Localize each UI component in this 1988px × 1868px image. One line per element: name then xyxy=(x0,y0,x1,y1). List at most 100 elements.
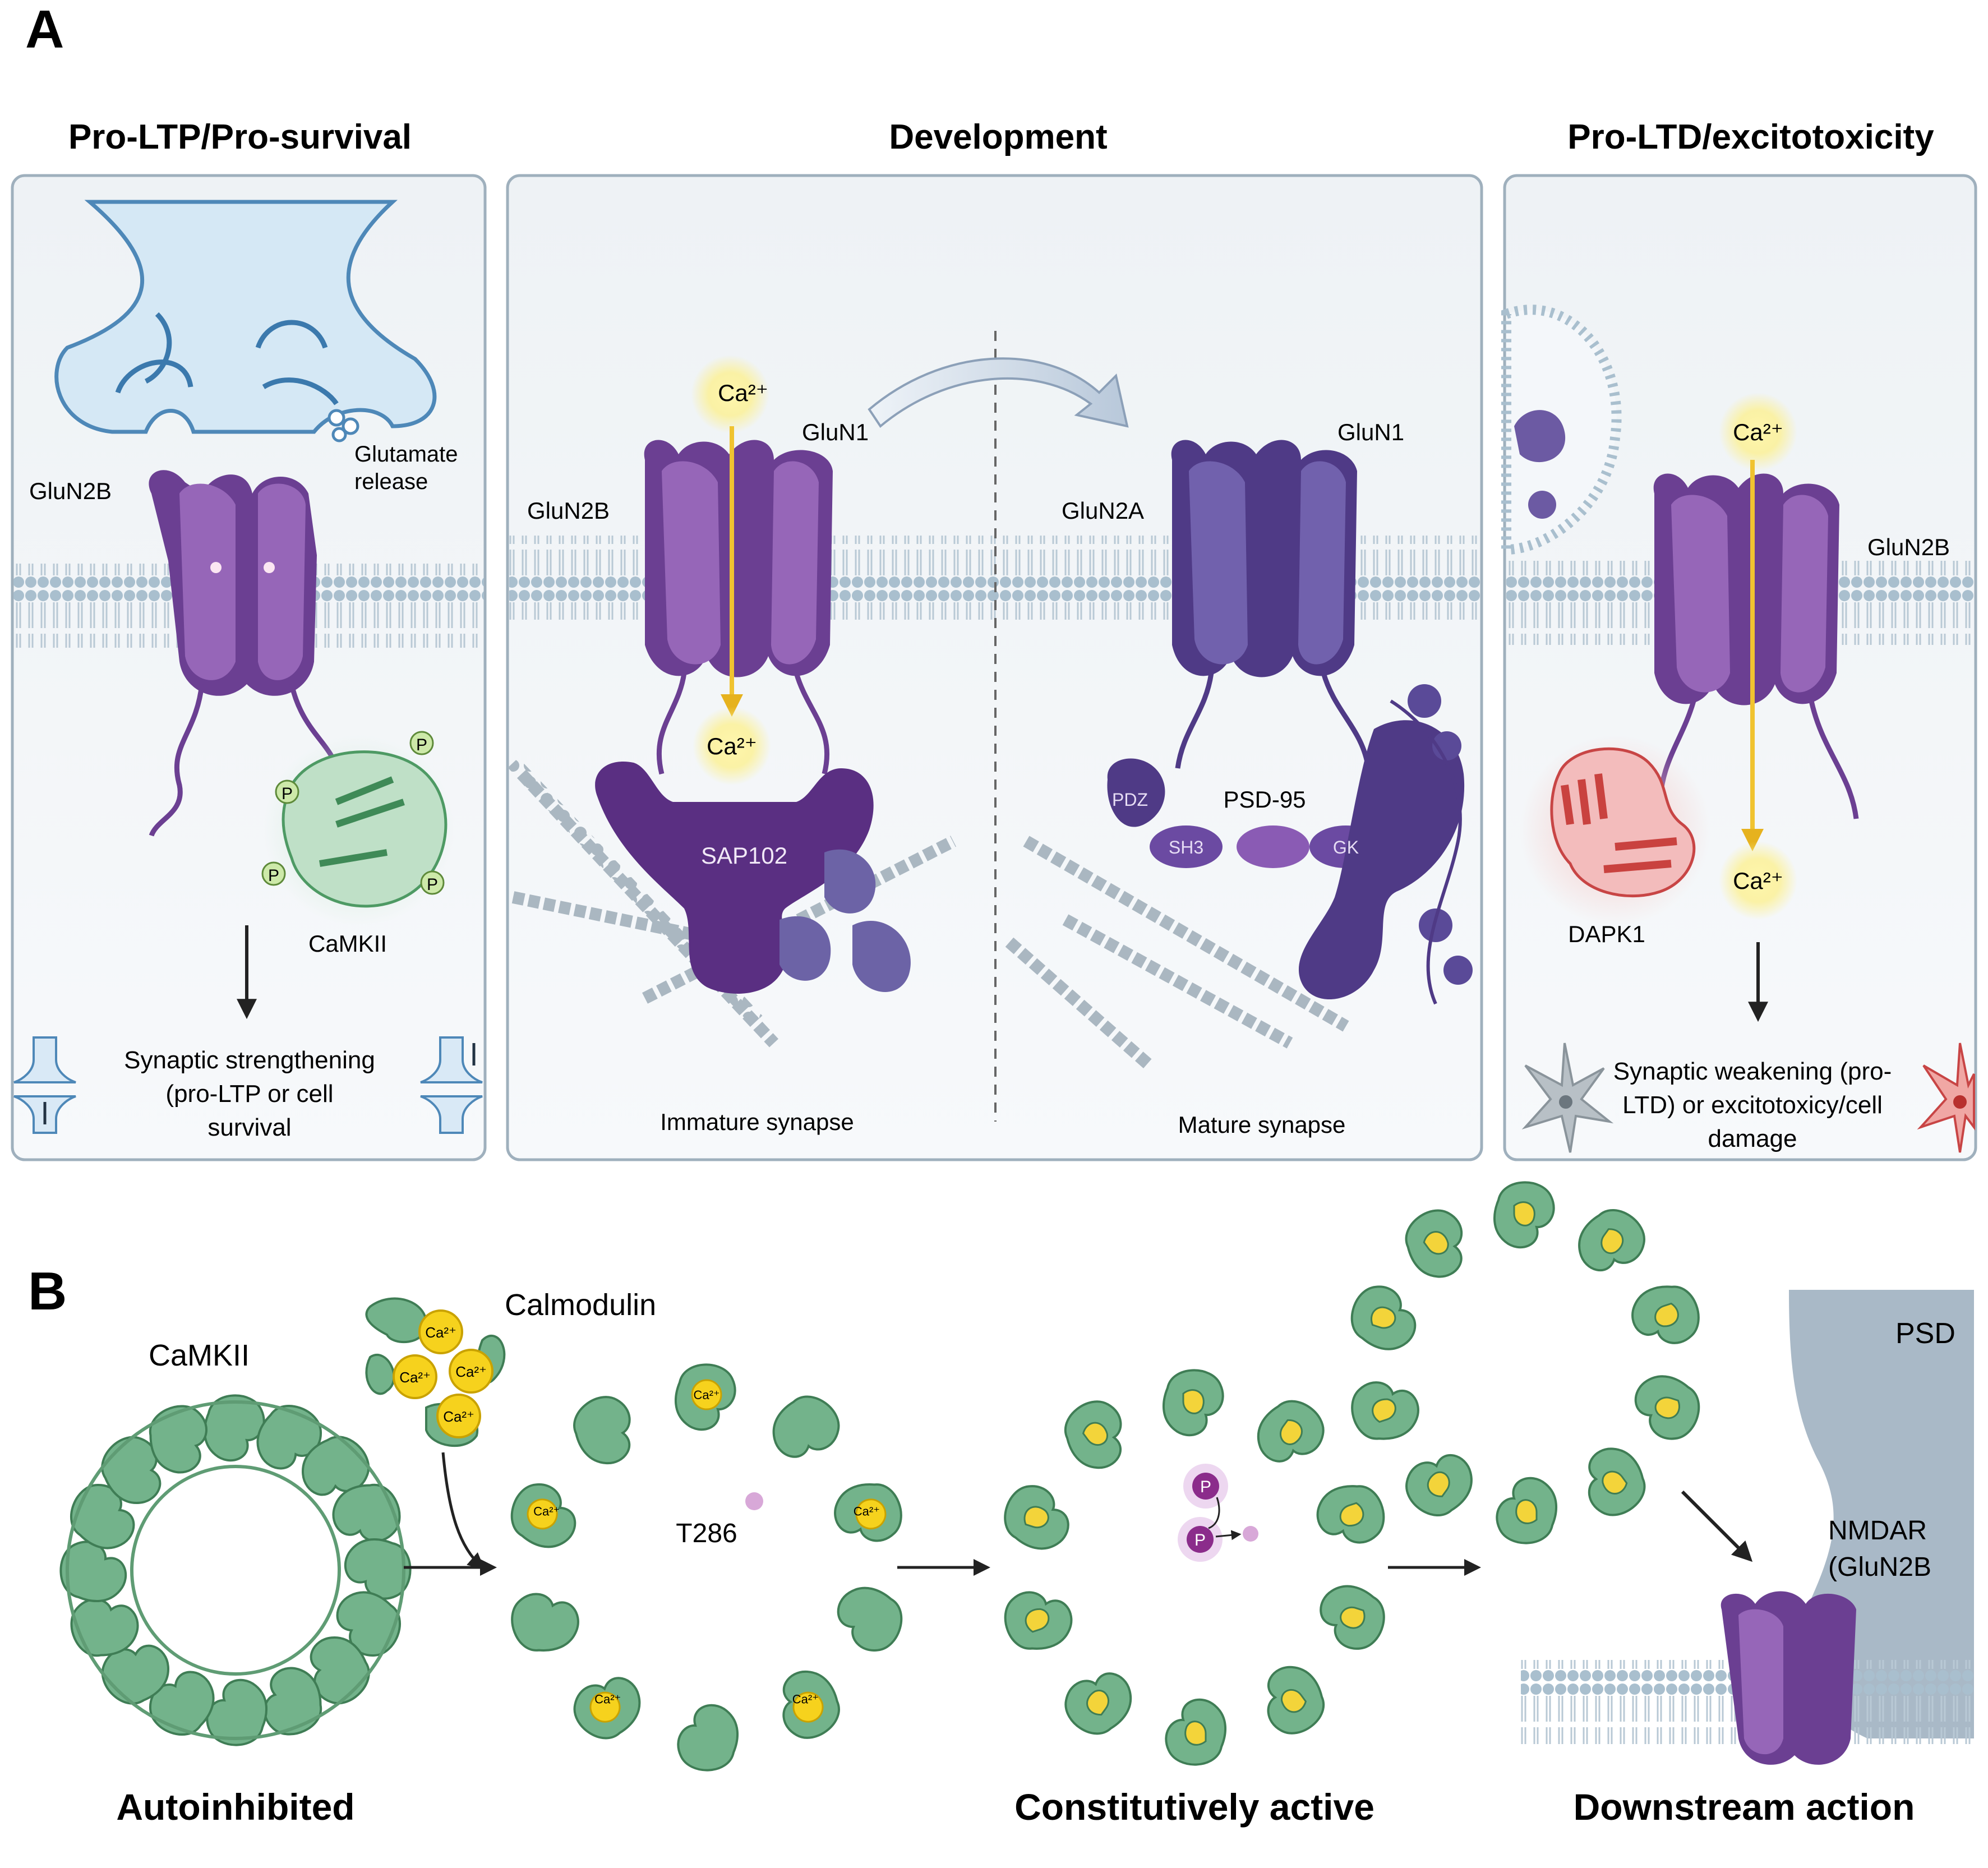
glutamate-label-1: Glutamate xyxy=(354,442,458,467)
stage-constitutively-active: Constitutively active xyxy=(1014,1786,1374,1828)
immature-ca-bottom: Ca²⁺ xyxy=(707,733,757,759)
gk-label: GK xyxy=(1333,837,1359,857)
sap102-label: SAP102 xyxy=(701,842,787,869)
camkii-subunit xyxy=(59,1540,127,1603)
immature-glun1: GluN1 xyxy=(802,419,869,445)
svg-text:Ca²⁺: Ca²⁺ xyxy=(425,1324,456,1341)
mature-glun2a: GluN2A xyxy=(1062,497,1144,524)
camkii-subunit xyxy=(1496,1477,1558,1544)
camkii-subunit xyxy=(1064,1400,1122,1469)
camkii-holoenzyme-ring xyxy=(59,1394,412,1746)
camkii-subunit xyxy=(1350,1285,1417,1350)
svg-text:P: P xyxy=(268,866,279,885)
immature-caption: Immature synapse xyxy=(660,1109,854,1135)
camkii-subunit xyxy=(310,1636,370,1704)
healthy-neuron-icon xyxy=(1521,1043,1614,1153)
stage-downstream-action: Downstream action xyxy=(1574,1786,1915,1828)
mature-nmda-receptor xyxy=(1171,440,1371,769)
nmdar-label-2: (GluN2B xyxy=(1828,1552,1931,1582)
left-title: Pro-LTP/Pro-survival xyxy=(68,118,412,156)
glutamate-label-2: release xyxy=(354,469,428,494)
camkii-subunit xyxy=(1634,1375,1700,1440)
nmdar-glun2b xyxy=(1721,1591,1856,1765)
camkii-subunit xyxy=(1004,1485,1069,1550)
svg-text:Ca²⁺: Ca²⁺ xyxy=(693,1388,719,1402)
svg-text:Ca²⁺: Ca²⁺ xyxy=(594,1692,621,1706)
nmdar-label-1: NMDAR xyxy=(1828,1516,1927,1546)
right-ca-bottom: Ca²⁺ xyxy=(1733,868,1783,894)
svg-text:Ca²⁺: Ca²⁺ xyxy=(455,1363,487,1380)
camkii-subunit xyxy=(1588,1447,1646,1516)
camkii-subunit xyxy=(1578,1209,1645,1271)
right-title: Pro-LTD/excitotoxicity xyxy=(1567,118,1934,156)
svg-text:P: P xyxy=(282,785,293,803)
panel-a-letter: A xyxy=(25,0,64,59)
svg-text:Ca²⁺: Ca²⁺ xyxy=(854,1504,880,1518)
immature-glun2b: GluN2B xyxy=(527,497,610,524)
right-panel: Ca²⁺ Ca²⁺ GluN2B DAPK1 Synaptic weakenin… xyxy=(1501,174,1977,1161)
camkii-subunit xyxy=(772,1395,840,1458)
calmodulin-bound-ring: Ca²⁺Ca²⁺Ca²⁺Ca²⁺Ca²⁺ xyxy=(510,1363,903,1772)
camkii-subunit xyxy=(149,1405,207,1474)
left-panel: Glutamate release GluN2B P P xyxy=(11,174,487,1161)
right-outcome-3: damage xyxy=(1708,1125,1797,1152)
left-nmda-receptor xyxy=(149,470,361,837)
left-outcome-1: Synaptic strengthening xyxy=(124,1046,375,1074)
right-ca-top: Ca²⁺ xyxy=(1733,419,1783,445)
panel-b-letter: B xyxy=(28,1261,67,1321)
camkii-subunit xyxy=(264,1667,322,1736)
camkii-subunit xyxy=(511,1593,579,1652)
camkii-subunit: Ca²⁺ xyxy=(834,1483,902,1542)
right-outcome-2: LTD) or excitotoxicy/cell xyxy=(1622,1091,1883,1119)
camkii-subunit xyxy=(206,1679,268,1746)
strong-synapse-icon xyxy=(420,1036,483,1134)
left-outcome-3: survival xyxy=(207,1114,291,1141)
psd-label: PSD xyxy=(1895,1317,1955,1350)
autophosphorylation: P P xyxy=(1178,1464,1258,1562)
dapk1 xyxy=(1520,735,1710,925)
camkii-label: CaMKII xyxy=(149,1339,250,1372)
camkii-subunit xyxy=(102,1644,169,1705)
camkii-subunit xyxy=(101,1436,162,1504)
camkii-subunit: Ca²⁺ xyxy=(573,1677,641,1740)
mature-glun1: GluN1 xyxy=(1337,419,1404,445)
downstream-ring xyxy=(1350,1181,1700,1544)
psd95-label: PSD-95 xyxy=(1223,786,1306,813)
left-glun2b-label: GluN2B xyxy=(29,478,112,504)
middle-title: Development xyxy=(889,118,1107,156)
camkii-subunit xyxy=(1267,1666,1325,1735)
immature-ca-top: Ca²⁺ xyxy=(718,380,768,406)
right-nmda-receptor xyxy=(1653,473,1859,819)
camkii-subunit xyxy=(1493,1181,1555,1248)
damaged-neuron-icon xyxy=(1917,1043,1975,1153)
camkii-subunit xyxy=(302,1436,370,1496)
svg-text:P: P xyxy=(427,875,438,894)
camkii-subunit xyxy=(70,1484,135,1549)
svg-text:Ca²⁺: Ca²⁺ xyxy=(533,1504,560,1518)
weak-synapse-icon xyxy=(13,1036,76,1134)
pdz-label: PDZ xyxy=(1112,790,1148,810)
immature-nmda-receptor xyxy=(644,440,833,775)
camkii-subunit xyxy=(256,1405,322,1470)
camkii-subunit xyxy=(1165,1699,1227,1766)
camkii-subunit xyxy=(1405,1454,1473,1517)
constitutively-active-ring xyxy=(1004,1369,1385,1766)
left-camkii-label: CaMKII xyxy=(308,930,387,957)
svg-text:P: P xyxy=(1194,1531,1206,1549)
camkii-subunit xyxy=(1351,1381,1419,1440)
sh3-label: SH3 xyxy=(1169,837,1203,857)
t286-site xyxy=(745,1492,763,1510)
middle-panel: Ca²⁺ Ca²⁺ GluN1 GluN2B SAP102 Immature s… xyxy=(506,174,1483,1161)
camkii-subunit: Ca²⁺ xyxy=(510,1483,576,1548)
stage-autoinhibited: Autoinhibited xyxy=(116,1786,354,1828)
camkii-subunit xyxy=(1405,1209,1463,1278)
phospho-sites: P P P P xyxy=(261,731,445,895)
t286-label: T286 xyxy=(676,1519,737,1548)
camkii-subunit xyxy=(1162,1369,1224,1436)
camkii-subunit xyxy=(1316,1485,1385,1544)
svg-text:Ca²⁺: Ca²⁺ xyxy=(443,1408,474,1425)
calmodulin-cluster: Ca²⁺ Ca²⁺ Ca²⁺ Ca²⁺ xyxy=(365,1297,506,1447)
camkii-subunit xyxy=(1631,1285,1700,1344)
camkii-subunit xyxy=(336,1591,401,1657)
